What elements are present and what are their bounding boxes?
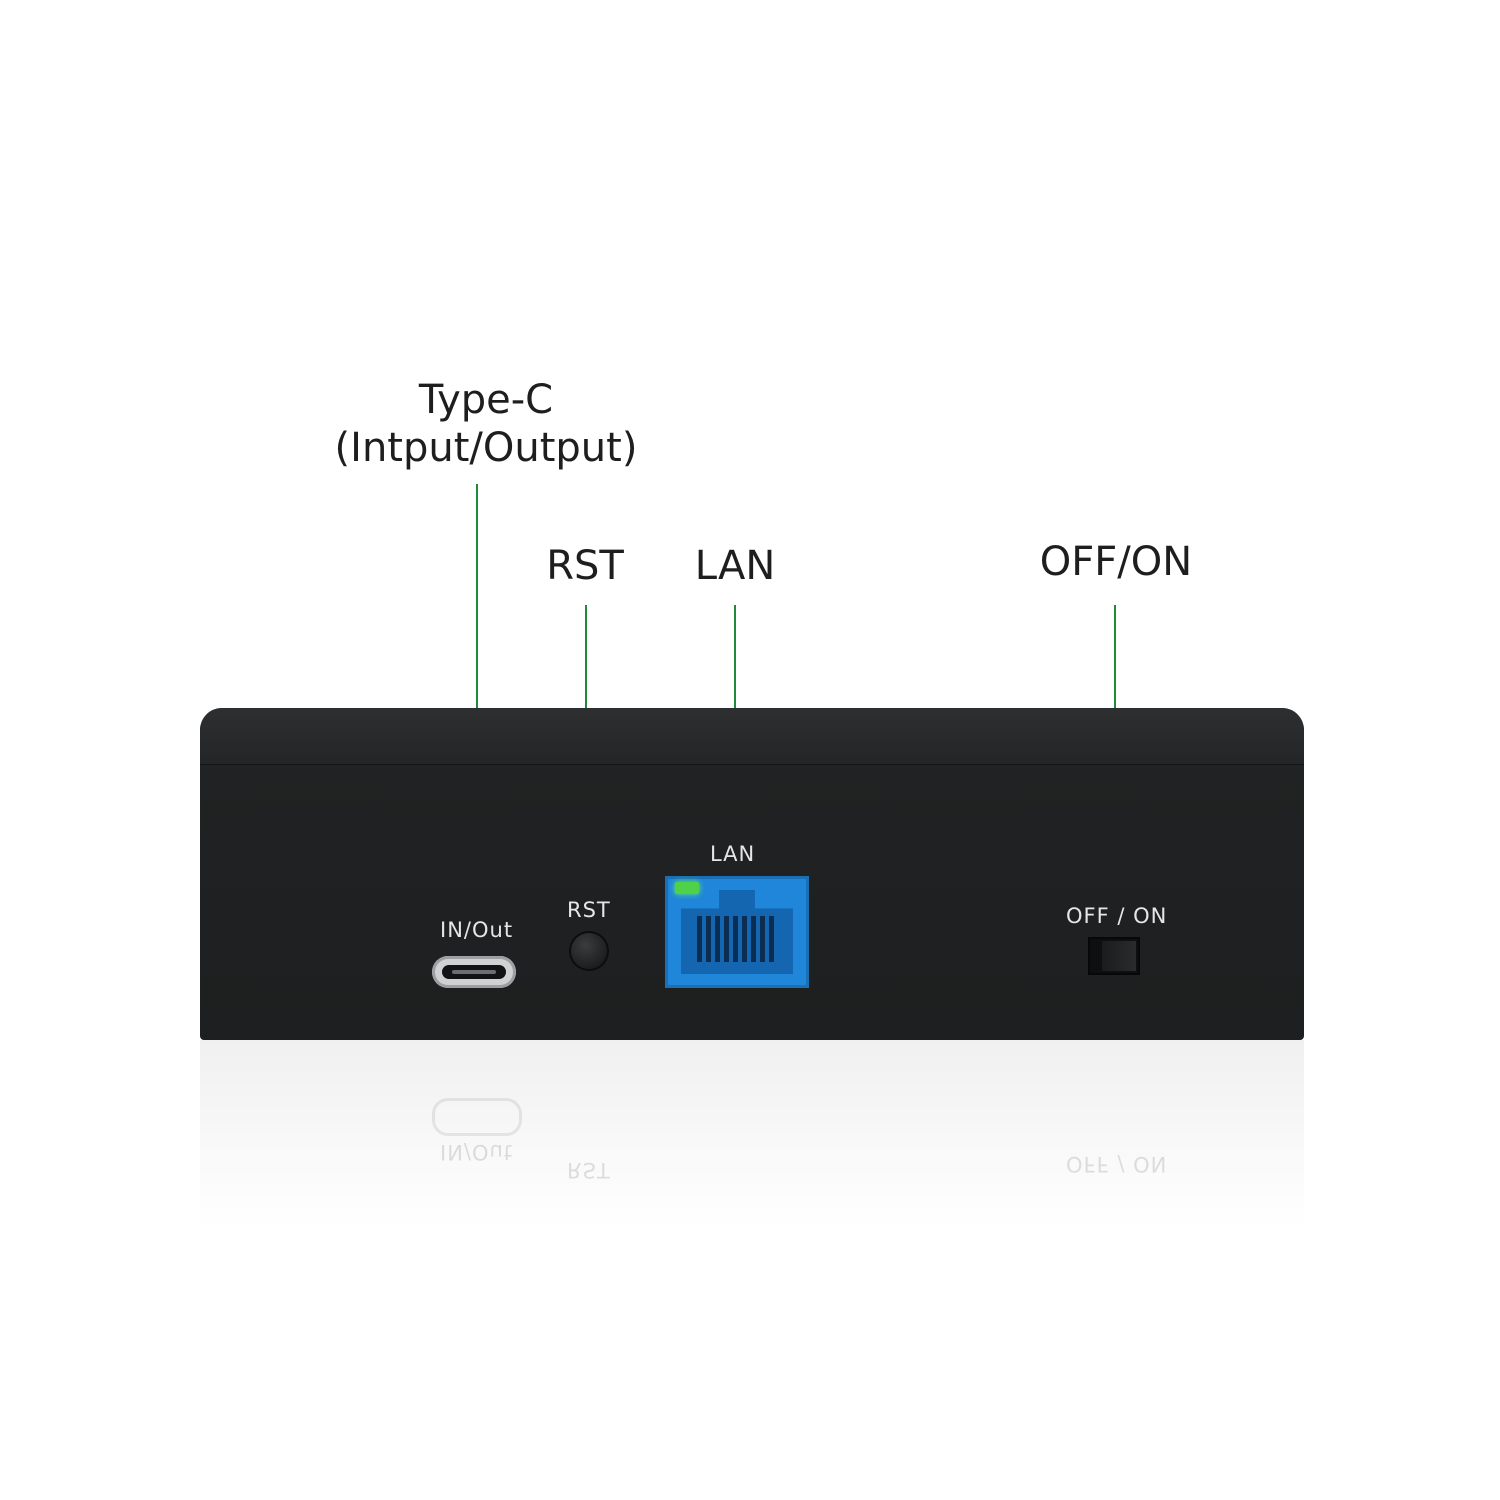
device-reflection: IN/Out RST OFF / ON	[200, 1040, 1304, 1230]
power-switch-knob	[1102, 941, 1136, 971]
lan-port-pins	[697, 916, 777, 962]
rst-callout-label: RST	[546, 543, 624, 589]
usbc-port-slot	[442, 965, 506, 979]
reset-button[interactable]	[571, 933, 607, 969]
usbc-port[interactable]	[432, 956, 516, 988]
typec-callout-line2: (Intput/Output)	[334, 425, 638, 471]
rst-button-label: RST	[567, 898, 611, 922]
device-top-bevel	[200, 708, 1304, 765]
device-body: IN/Out RST LAN OFF / ON	[200, 708, 1304, 1040]
power-switch-label: OFF / ON	[1066, 904, 1168, 928]
reflection-rst-label: RST	[567, 1158, 611, 1182]
usbc-port-tongue	[452, 970, 496, 974]
lan-port[interactable]	[665, 876, 809, 988]
typec-callout-label: Type-C (Intput/Output)	[330, 376, 642, 472]
usbc-port-label: IN/Out	[440, 918, 514, 942]
reflection-power-label: OFF / ON	[1066, 1152, 1168, 1176]
lan-port-label: LAN	[710, 842, 756, 866]
typec-leader-line	[476, 484, 478, 896]
power-switch[interactable]	[1088, 937, 1140, 975]
power-callout-label: OFF/ON	[1039, 539, 1193, 585]
reflection-usbc-label: IN/Out	[440, 1140, 514, 1164]
typec-callout-line1: Type-C	[418, 377, 554, 423]
reflection-usbc-port	[432, 1098, 522, 1136]
lan-callout-label: LAN	[694, 543, 776, 589]
lan-status-led	[675, 882, 699, 894]
